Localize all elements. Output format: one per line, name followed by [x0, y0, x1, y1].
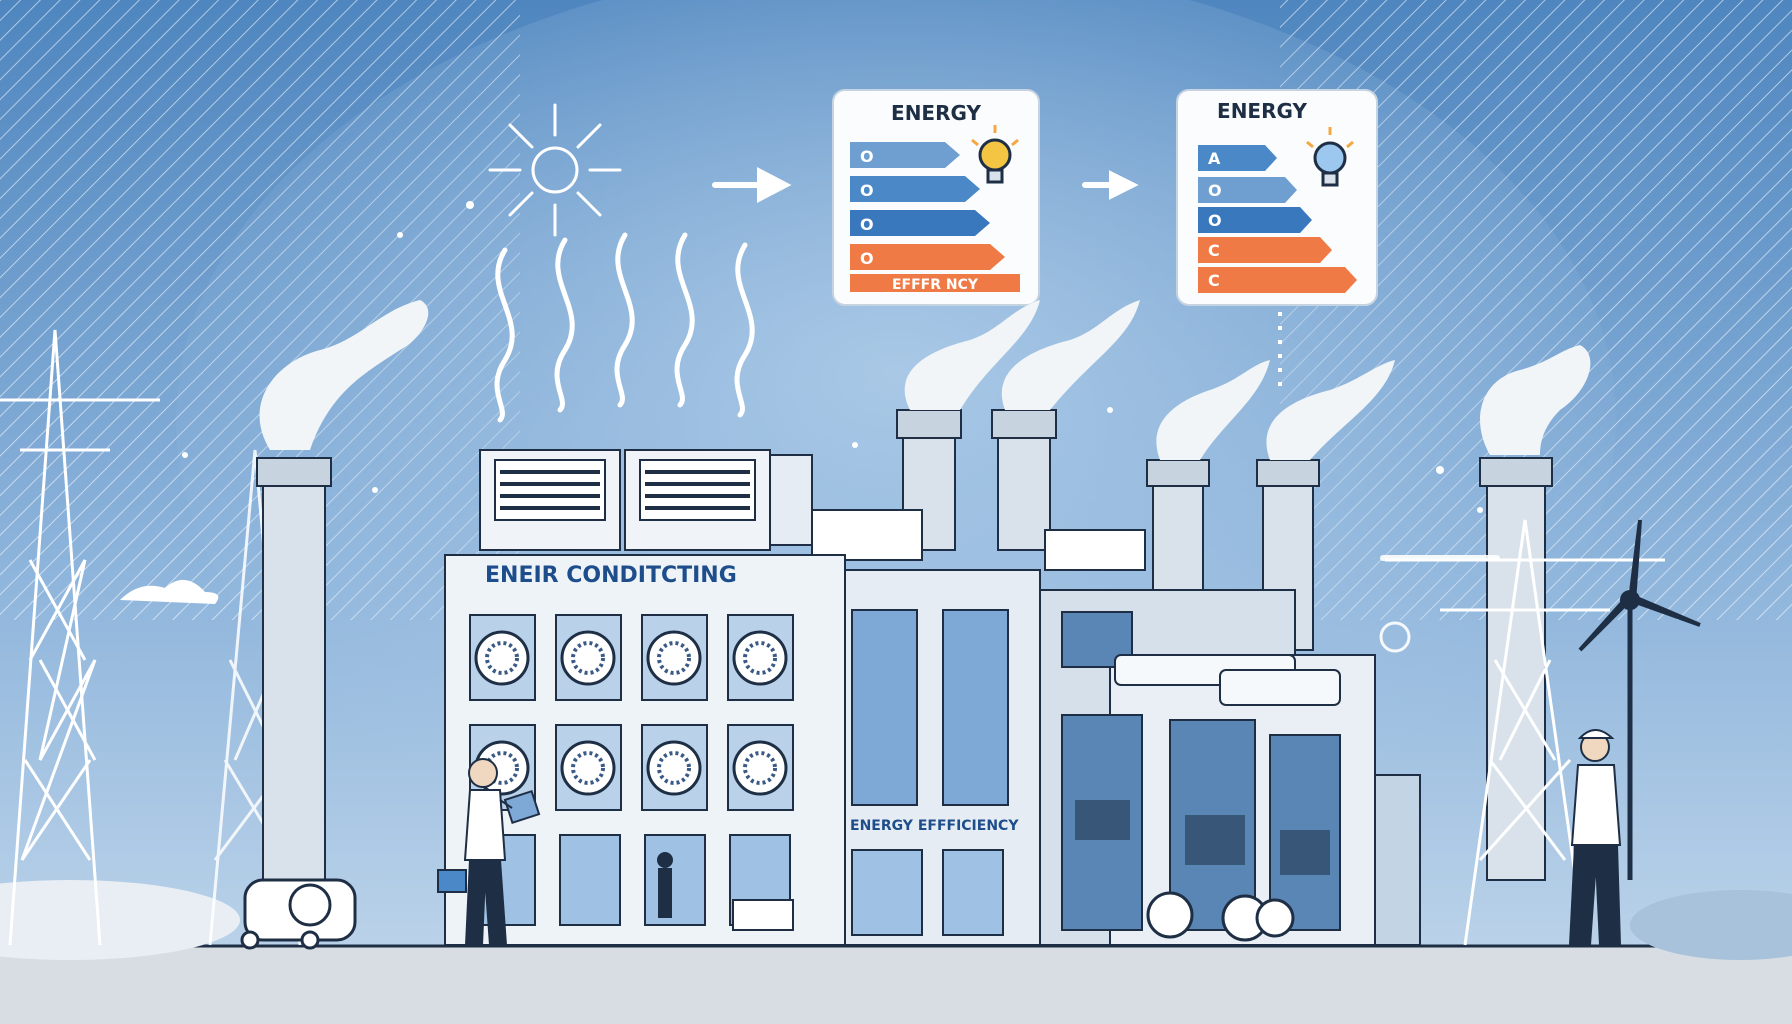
energy-label-title: ENERGY — [1217, 99, 1307, 123]
energy-label-left: ENERGY O O O O EFFFR NCY — [832, 89, 1040, 306]
fan-icon — [474, 630, 530, 686]
energy-label-title: ENERGY — [891, 101, 981, 125]
fan-icon — [732, 630, 788, 686]
fan-icon — [560, 630, 616, 686]
heat-waves-icon — [494, 232, 755, 423]
worker-in-doorway — [657, 852, 673, 918]
smoke-right — [1480, 345, 1591, 455]
smoke-left — [259, 300, 429, 450]
svg-text:O: O — [860, 181, 874, 200]
wall-ac-unit — [732, 899, 794, 931]
sparkles — [182, 201, 1483, 513]
arrow-right-icon — [712, 167, 792, 203]
smoke-center — [904, 300, 1395, 460]
cloud-right — [1379, 555, 1500, 653]
svg-text:O: O — [860, 215, 874, 234]
arrow-right-icon-2 — [1082, 170, 1139, 200]
fan-icon — [646, 740, 702, 796]
ground-snow-left — [0, 880, 240, 960]
ground — [0, 945, 1792, 1024]
wind-turbine-icon — [1578, 519, 1701, 880]
power-pylon-icon — [0, 329, 160, 946]
svg-text:O: O — [1208, 181, 1222, 200]
svg-text:C: C — [1208, 271, 1220, 290]
svg-text:O: O — [860, 147, 874, 166]
svg-text:A: A — [1208, 149, 1221, 168]
lightbulb-icon — [1306, 127, 1354, 187]
factory-building: ENEIR CONDITCTING — [444, 449, 1421, 946]
energy-label-right: ENERGY A O O C C — [1176, 89, 1378, 306]
svg-text:C: C — [1208, 241, 1220, 260]
sun-icon — [488, 103, 622, 237]
ground-equipment — [240, 878, 1295, 950]
ground-mound-right — [1630, 890, 1792, 960]
building-sign-top: ENEIR CONDITCTING — [485, 563, 737, 588]
fan-icon — [560, 740, 616, 796]
cloud-left — [120, 579, 219, 604]
smokestack-right — [1486, 459, 1546, 881]
fan-icon — [732, 740, 788, 796]
power-pylon-icon — [1385, 519, 1665, 946]
building-sign-middle: ENERGY EFFFICIENCY — [850, 818, 1019, 834]
fan-windows — [469, 614, 794, 931]
rooftop-ac-units — [479, 449, 1146, 571]
svg-text:O: O — [1208, 211, 1222, 230]
worker-standing — [1568, 729, 1622, 946]
fan-icon — [646, 630, 702, 686]
lightbulb-icon — [971, 125, 1019, 184]
svg-text:O: O — [860, 249, 874, 268]
worker-with-tablet — [437, 758, 541, 946]
smokestack-left — [262, 459, 326, 911]
energy-label-footer: EFFFR NCY — [892, 277, 979, 293]
